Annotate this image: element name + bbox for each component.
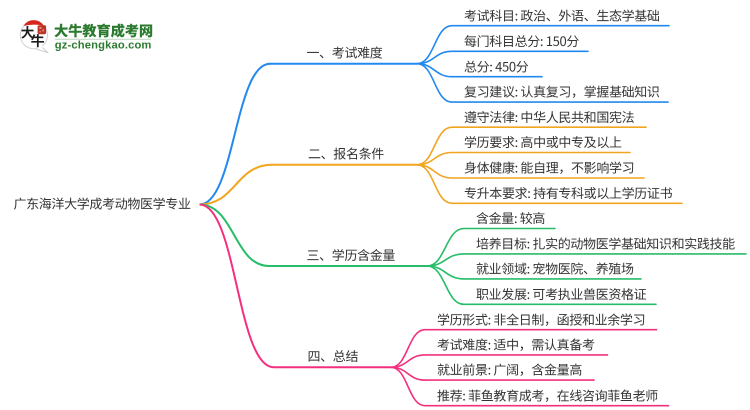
svg-text:一、考试难度: 一、考试难度	[307, 43, 383, 62]
svg-text:广东海洋大学成考动物医学专业: 广东海洋大学成考动物医学专业	[14, 193, 191, 212]
svg-text:三、学历含金量: 三、学历含金量	[307, 245, 396, 264]
svg-text:就业前景: 广阔，含金量高: 就业前景: 广阔，含金量高	[437, 360, 582, 379]
svg-text:专升本要求: 持有专科或以上学历证书: 专升本要求: 持有专科或以上学历证书	[464, 183, 673, 202]
svg-text:大牛教育成考网: 大牛教育成考网	[54, 20, 153, 41]
svg-text:二、报名条件: 二、报名条件	[308, 144, 384, 163]
svg-text:总分: 450分: 总分: 450分	[464, 56, 529, 75]
svg-text:大: 大	[21, 22, 35, 42]
svg-text:推荐: 菲鱼教育成考，在线咨询菲鱼老师: 推荐: 菲鱼教育成考，在线咨询菲鱼老师	[437, 385, 658, 404]
svg-text:遵守法律: 中华人民共和国宪法: 遵守法律: 中华人民共和国宪法	[464, 107, 635, 126]
svg-text:gz-chengkao.com: gz-chengkao.com	[55, 39, 152, 51]
svg-text:学历要求: 高中或中专及以上: 学历要求: 高中或中专及以上	[464, 132, 622, 151]
svg-text:牛: 牛	[31, 31, 45, 51]
svg-text:复习建议: 认真复习，掌握基础知识: 复习建议: 认真复习，掌握基础知识	[464, 82, 660, 101]
svg-text:就业领域: 宠物医院、养殖场: 就业领域: 宠物医院、养殖场	[476, 259, 634, 278]
svg-text:考试科目: 政治、外语、生态学基础: 考试科目: 政治、外语、生态学基础	[464, 5, 660, 24]
svg-text:培养目标: 扎实的动物医学基础知识和实践技能: 培养目标: 扎实的动物医学基础知识和实践技能	[476, 234, 735, 253]
svg-text:学历形式: 非全日制，函授和业余学习: 学历形式: 非全日制，函授和业余学习	[437, 309, 645, 328]
svg-text:考试难度: 适中，需认真备考: 考试难度: 适中，需认真备考	[437, 335, 595, 354]
svg-text:每门科目总分: 150分: 每门科目总分: 150分	[464, 31, 579, 50]
svg-text:身体健康: 能自理，不影响学习: 身体健康: 能自理，不影响学习	[464, 158, 634, 177]
svg-text:含金量: 较高: 含金量: 较高	[476, 208, 545, 227]
svg-text:四、总结: 四、总结	[308, 346, 359, 365]
svg-text:职业发展: 可考执业兽医资格证: 职业发展: 可考执业兽医资格证	[476, 284, 647, 303]
